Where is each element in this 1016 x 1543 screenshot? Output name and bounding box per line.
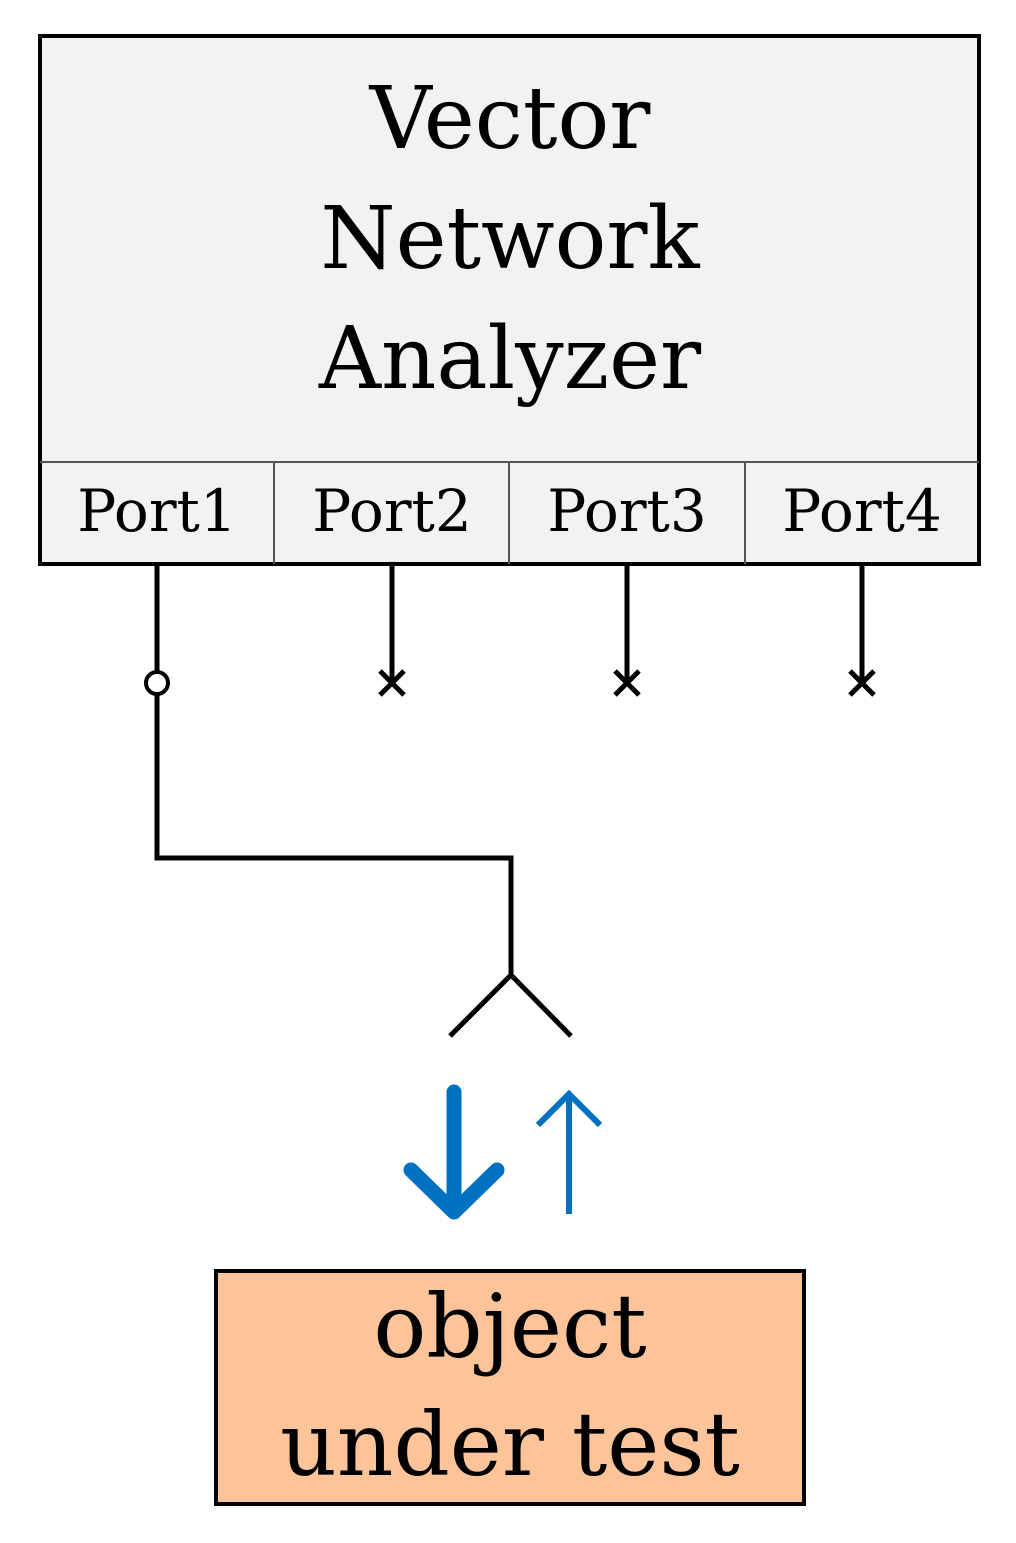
dut-line-2: under test <box>280 1393 740 1496</box>
vna-title-line-3: Analyzer <box>318 309 702 409</box>
cross-termination-icon <box>378 669 406 697</box>
cable-to-antenna <box>154 694 514 975</box>
cross-termination-icon <box>613 669 641 697</box>
cross-termination-icon <box>848 669 876 697</box>
dut-line-1: object <box>373 1275 646 1378</box>
vna-title-line-1: Vector <box>369 69 652 169</box>
port1-cable <box>144 564 514 975</box>
dut-body <box>214 1269 806 1506</box>
port3-lead <box>613 564 641 697</box>
open-connector-icon <box>144 670 170 696</box>
port-label-3: Port3 <box>547 477 707 545</box>
port-row: Port1 Port2 Port3 Port4 <box>40 461 979 564</box>
port4-lead <box>848 564 876 697</box>
port-label-2: Port2 <box>312 477 472 545</box>
dut-box: object under test <box>214 1269 806 1506</box>
antenna-icon <box>448 971 573 1038</box>
arrow-down-icon <box>403 1084 505 1220</box>
port-label-1: Port1 <box>77 477 237 545</box>
vna-title-line-2: Network <box>320 189 700 289</box>
port2-lead <box>378 564 406 697</box>
arrow-up-icon <box>535 1089 603 1214</box>
port-label-4: Port4 <box>782 477 942 545</box>
